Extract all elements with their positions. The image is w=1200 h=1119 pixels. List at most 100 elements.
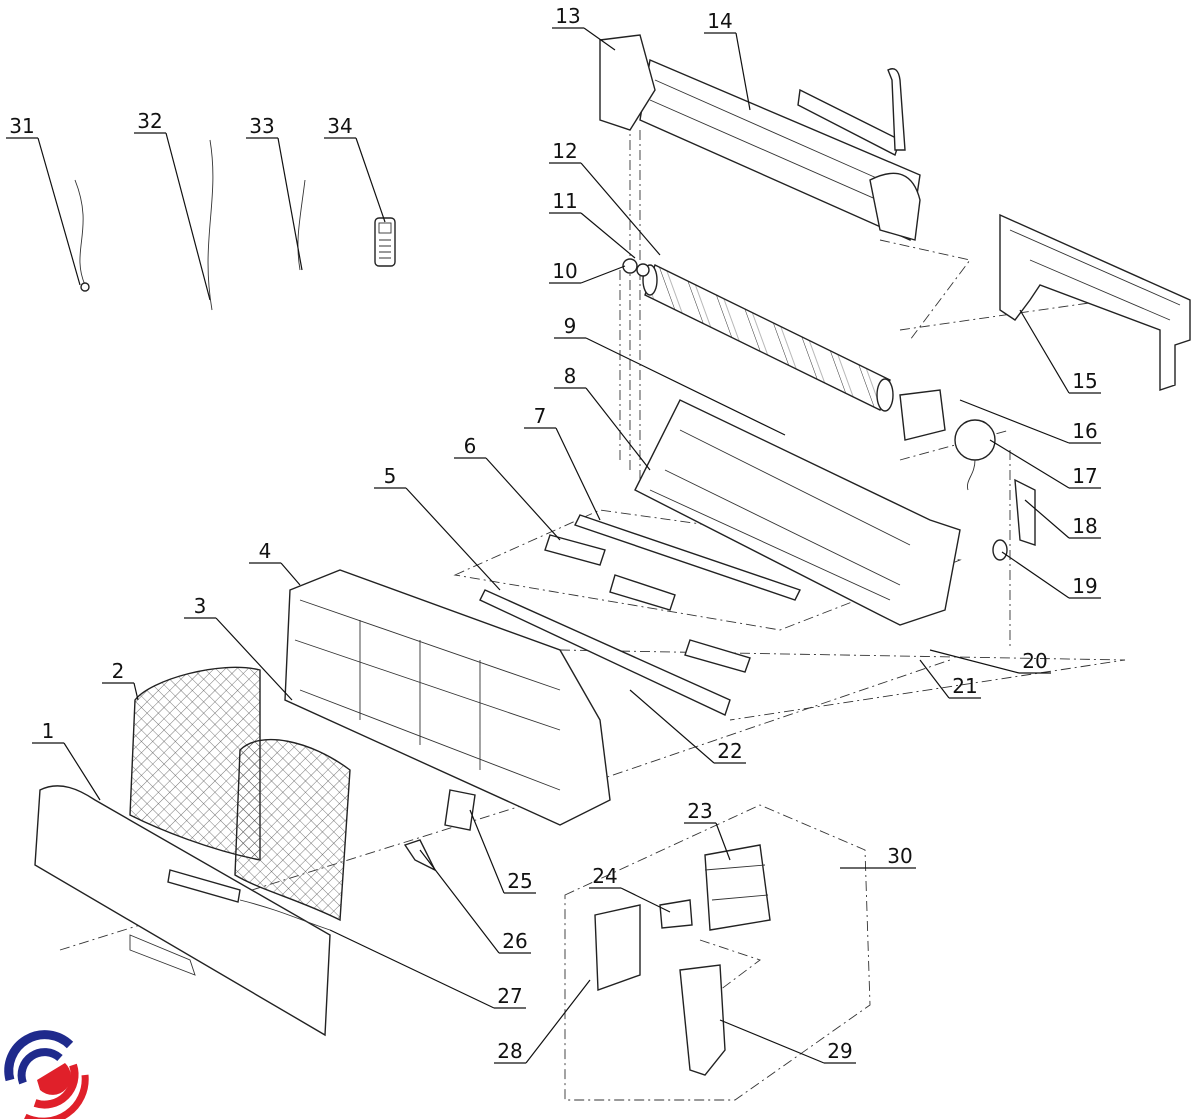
- louver-6: [544, 534, 751, 673]
- part-19: [992, 539, 1008, 561]
- leader-line: [374, 487, 501, 591]
- leader-line: [246, 137, 303, 271]
- callout-number: 10: [552, 259, 577, 283]
- leader-line: [524, 427, 601, 521]
- callout-4: 4: [249, 539, 301, 586]
- motor-17: [899, 389, 996, 491]
- callout-number: 18: [1072, 514, 1097, 538]
- callout-23: 23: [684, 799, 731, 861]
- callout-22: 22: [629, 689, 746, 764]
- small-parts: [403, 789, 476, 872]
- chassis-8: [634, 399, 961, 626]
- leader-line: [1001, 551, 1101, 599]
- callout-number: 16: [1072, 419, 1097, 443]
- evaporator-14: [639, 59, 921, 242]
- callout-15: 15: [1019, 309, 1101, 394]
- callout-number: 12: [552, 139, 577, 163]
- callout-number: 14: [707, 9, 732, 33]
- leader-line: [549, 265, 626, 284]
- callout-number: 24: [592, 864, 617, 888]
- callout-1: 1: [32, 719, 101, 801]
- leader-line: [1024, 499, 1101, 539]
- callout-number: 1: [42, 719, 55, 743]
- callout-11: 11: [549, 189, 636, 259]
- callout-3: 3: [184, 594, 293, 701]
- callout-32: 32: [134, 109, 211, 301]
- callout-number: 7: [534, 404, 547, 428]
- leader-line: [249, 562, 301, 586]
- callout-7: 7: [524, 404, 601, 521]
- callout-number: 11: [552, 189, 577, 213]
- cover-28: [594, 904, 641, 991]
- cable-32: [207, 139, 214, 311]
- callout-6: 6: [454, 434, 561, 541]
- callout-number: 2: [112, 659, 125, 683]
- leader-line: [929, 649, 1051, 674]
- cable-33: [297, 179, 306, 271]
- callout-20: 20: [929, 649, 1051, 674]
- callout-21: 21: [919, 659, 981, 699]
- callout-14: 14: [704, 9, 751, 111]
- callout-number: 3: [194, 594, 207, 618]
- callout-2: 2: [102, 659, 139, 701]
- mounting-plate-15: [999, 213, 1191, 391]
- leader-line: [1019, 309, 1101, 394]
- leader-line: [6, 137, 81, 286]
- cross-flow-fan-12: [642, 264, 894, 412]
- leader-line: [629, 689, 746, 764]
- callout-9: 9: [554, 314, 786, 436]
- callout-number: 21: [952, 674, 977, 698]
- front-panel-frame-4: [284, 569, 611, 826]
- leader-line: [329, 929, 526, 1009]
- callout-number: 19: [1072, 574, 1097, 598]
- bearing-10-11: [622, 258, 650, 277]
- callout-25: 25: [469, 809, 536, 894]
- callout-27: 27: [329, 929, 526, 1009]
- terminal-24: [659, 899, 693, 929]
- leader-line: [554, 387, 651, 471]
- leader-line: [959, 399, 1101, 444]
- callout-number: 32: [137, 109, 162, 133]
- callout-24: 24: [589, 864, 671, 913]
- callout-31: 31: [6, 114, 81, 286]
- callout-34: 34: [324, 114, 386, 223]
- leader-line: [919, 659, 981, 699]
- callout-number: 27: [497, 984, 522, 1008]
- callout-18: 18: [1024, 499, 1101, 539]
- bracket-13: [599, 34, 656, 131]
- leader-line: [989, 439, 1101, 489]
- callout-number: 15: [1072, 369, 1097, 393]
- callout-17: 17: [989, 439, 1101, 489]
- callout-number: 17: [1072, 464, 1097, 488]
- leader-line: [589, 887, 671, 913]
- drain-hose-31: [74, 179, 90, 292]
- callout-number: 30: [887, 844, 912, 868]
- display-board-27: [167, 869, 331, 931]
- leader-line: [419, 849, 531, 954]
- leader-line: [324, 137, 386, 223]
- callout-number: 31: [9, 114, 34, 138]
- leader-line: [494, 979, 591, 1064]
- callout-5: 5: [374, 464, 501, 591]
- callout-number: 33: [249, 114, 274, 138]
- leader-line: [704, 32, 751, 111]
- air-filter-2: [129, 666, 351, 922]
- leader-line: [454, 457, 561, 541]
- callout-number: 25: [507, 869, 532, 893]
- callout-number: 29: [827, 1039, 852, 1063]
- callout-28: 28: [494, 979, 591, 1064]
- callout-16: 16: [959, 399, 1101, 444]
- callout-number: 13: [555, 4, 580, 28]
- leader-line: [102, 682, 139, 701]
- callout-19: 19: [1001, 551, 1101, 599]
- callout-8: 8: [554, 364, 651, 471]
- callout-number: 9: [564, 314, 577, 338]
- leader-line: [684, 822, 731, 861]
- callout-number: 28: [497, 1039, 522, 1063]
- callout-30: 30: [840, 844, 916, 869]
- callout-number: 6: [464, 434, 477, 458]
- callout-number: 5: [384, 464, 397, 488]
- front-cover-1: [34, 785, 331, 1037]
